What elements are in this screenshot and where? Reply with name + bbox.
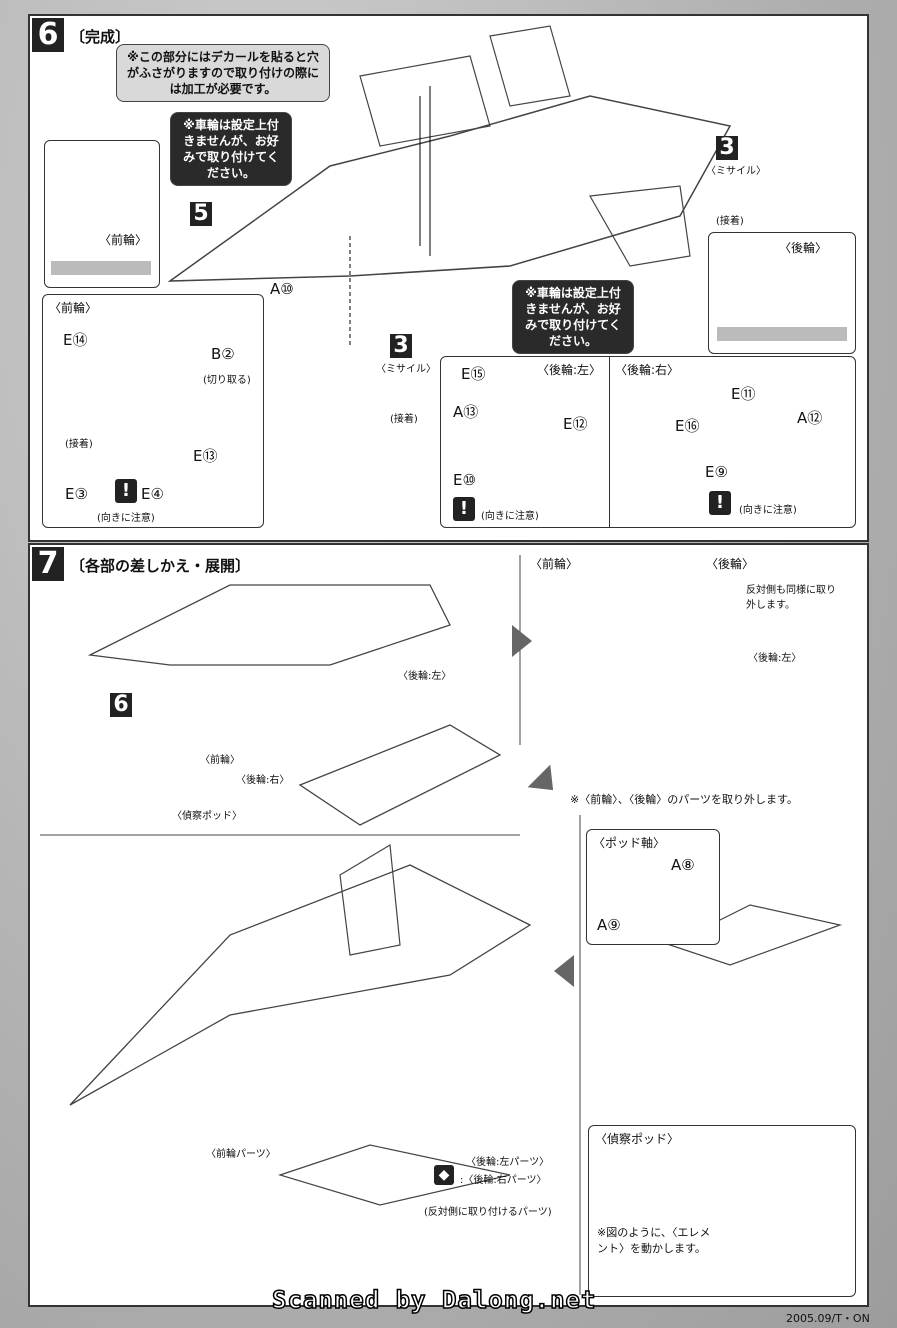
rear-note: 反対側も同様に取り外します。 [746,585,836,611]
part-b2: B② [211,345,235,363]
part-e16: E⑯ [675,417,700,435]
rear-wheel-box-label: 〈後輪〉 [706,557,755,571]
wheel-note-2: ※車輪は設定上付きませんが、お好みで取り付けてください。 [512,280,634,354]
pod-axis-label: 〈ポッド軸〉 [593,836,666,850]
orient-label-rear-right: (向きに注意) [739,505,797,516]
front-wheel-assembly-box: 〈前輪〉 E⑭ B② (切り取る) (接着) E⑬ E③ ! E④ (向きに注意… [42,294,264,528]
ground-strip [51,261,151,275]
label-recon-pod: 〈偵察ポッド〉 [172,811,242,822]
recon-pod-box: 〈偵察ポッド〉 ※図のように、〈エレメント〉を動かします。 [588,1125,856,1297]
part-e13: E⑬ [193,447,218,465]
step7-number: 7 [32,547,64,581]
part-e14: E⑭ [63,331,88,349]
label-front-wheel: 〈前輪〉 [200,755,240,766]
part-e3: E③ [65,485,88,503]
part-e12: E⑫ [563,415,588,433]
part-a13: A⑬ [453,403,479,421]
part-a8: A⑧ [671,856,695,874]
divider [609,357,610,527]
aircraft-complete-illustration [167,25,732,346]
warning-icon-rear-right: ! [709,491,731,515]
decal-note: ※この部分にはデカールを貼ると穴がふさがりますので取り付けの際には加工が必要です… [116,44,330,102]
element-note: ※図のように、〈エレメント〉を動かします。 [597,1226,711,1255]
label-a10: A⑩ [270,280,294,298]
rear-wheel-assembly-box: 〈後輪:左〉 〈後輪:右〉 E⑮ A⑬ E⑫ E⑩ ! (向きに注意) E⑪ E… [440,356,856,528]
cut-label: (切り取る) [203,375,251,386]
swap-icon: ◆ [434,1165,454,1185]
part-e4: E④ [141,485,164,503]
step7-panel: 7 〔各部の差しかえ・展開〕 6 〈前輪〉 〈後輪:右〉 〈後輪:左〉 〈偵察ポ… [28,543,869,1307]
step7-title: 〔各部の差しかえ・展開〕 [70,557,251,575]
label-rear-right: 〈後輪:右〉 [236,775,290,786]
step6-panel: 6 〔完成〕 ※この部分にはデカールを貼ると穴がふさがりますので取り付けの際には… [28,14,869,542]
part-a9: A⑨ [597,916,621,934]
rear-right-label: 〈後輪:右〉 [615,363,680,377]
part-e15: E⑮ [461,365,486,383]
opposite-label: (反対側に取り付けるパーツ) [424,1207,552,1218]
pod-axis-box: 〈ポッド軸〉 A⑧ A⑨ [586,829,720,945]
part-e11: E⑪ [731,385,756,403]
front-wheel-assembly-label: 〈前輪〉 [49,301,98,315]
ref-step3-center: 3 [390,334,412,358]
rear-wheel-box: 〈後輪〉 [708,232,856,354]
label-rear-left: 〈後輪:左〉 [398,671,452,682]
part-e9: E⑨ [705,463,728,481]
missile-label-center: 〈ミサイル〉 [376,364,436,375]
remove-note: ※〈前輪〉、〈後輪〉のパーツを取り外します。 [570,793,798,806]
rear-left-part-label: 〈後輪:左パーツ〉 [466,1157,550,1168]
warning-icon-rear-left: ! [453,497,475,521]
step6-title: 〔完成〕 [70,28,131,46]
rear-wheel-box-label: 〈後輪〉 [779,241,828,255]
front-wheel-box: 〈前輪〉 [44,140,160,288]
glue-label-front: (接着) [65,439,93,450]
front-wheel-box-label: 〈前輪〉 [530,557,579,571]
orient-label-front: (向きに注意) [97,513,155,524]
step6-number: 6 [32,18,64,52]
rear-left-label: 〈後輪:左〉 [537,363,602,377]
rear-right-part-label: :〈後輪:右パーツ〉 [460,1175,547,1186]
page-code: 2005.09/T・ON [786,1312,870,1325]
front-part-label: 〈前輪パーツ〉 [206,1149,276,1160]
glue-label-right: (接着) [716,216,744,227]
part-e10: E⑩ [453,471,476,489]
scanned-watermark: Scanned by Dalong.net [271,1285,597,1315]
glue-label-center: (接着) [390,414,418,425]
arrow-right [512,625,532,657]
orient-label-rear-left: (向きに注意) [481,511,539,522]
wheel-note: ※車輪は設定上付きませんが、お好みで取り付けてください。 [170,112,292,186]
ref-step5: 5 [190,202,212,226]
rear-left-box-label: 〈後輪:左〉 [748,653,802,664]
warning-icon-front: ! [115,479,137,503]
arrow-left [554,955,574,987]
ref-step6: 6 [110,693,132,717]
missile-label-right: 〈ミサイル〉 [706,166,766,177]
ref-step3-right: 3 [716,136,738,160]
front-wheel-box-label: 〈前輪〉 [99,233,148,247]
part-a12: A⑫ [797,409,823,427]
recon-pod-box-label: 〈偵察ポッド〉 [595,1132,680,1146]
ground-strip-rear [717,327,847,341]
